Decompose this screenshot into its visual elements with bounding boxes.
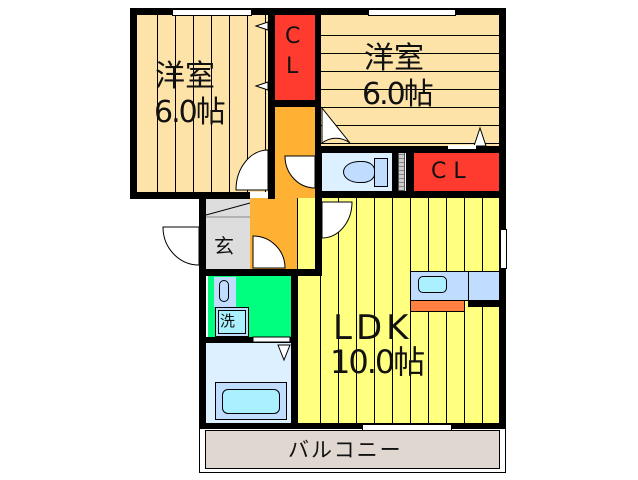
wall	[315, 146, 322, 276]
washbasin-inner	[218, 310, 246, 334]
wall	[130, 192, 250, 199]
western-room-2-name: 洋室	[364, 41, 424, 76]
door-room1[interactable]	[235, 149, 269, 191]
wall	[199, 423, 506, 429]
western-room-1-name: 洋室	[155, 59, 215, 94]
wall	[199, 269, 322, 276]
closet-2	[414, 153, 499, 191]
wall	[268, 100, 275, 199]
window-room1[interactable]	[172, 9, 252, 16]
ldk-room	[297, 198, 500, 425]
wall	[130, 8, 137, 198]
closet-1	[275, 14, 317, 100]
western-room-2	[320, 14, 500, 148]
toilet-bowl-icon	[343, 161, 375, 183]
closet-1-label-c: C	[285, 24, 301, 49]
closet-1-label-l: L	[286, 54, 299, 79]
step-line	[206, 202, 250, 218]
wall	[499, 8, 506, 426]
wall	[392, 146, 398, 198]
western-room-2-size: 6.0帖	[362, 77, 434, 112]
wall	[468, 301, 506, 307]
wall	[199, 337, 298, 343]
wall	[291, 269, 298, 426]
window-ldk-right[interactable]	[500, 229, 507, 269]
entrance-label: 玄	[214, 234, 234, 258]
wall	[268, 100, 321, 107]
ldk-size: 10.0帖	[330, 343, 425, 381]
wall	[268, 8, 275, 108]
washroom-label: 洗	[220, 312, 236, 330]
stove	[410, 300, 465, 312]
ldk-name: LDK	[333, 308, 413, 348]
wall	[406, 146, 414, 198]
kitchen-sink	[418, 276, 447, 293]
kitchen-divider	[468, 271, 469, 301]
balcony-label: バルコニー	[288, 438, 403, 462]
drain-icon	[219, 280, 229, 302]
window-room2[interactable]	[368, 9, 456, 16]
wall	[315, 8, 321, 148]
balcony	[205, 430, 500, 469]
closet-2-label: C L	[431, 159, 466, 184]
entrance	[206, 199, 250, 270]
western-room-1-size: 6.0帖	[154, 95, 226, 130]
window-balcony[interactable]	[362, 424, 452, 431]
bathtub-basin	[222, 389, 280, 414]
wall	[199, 192, 206, 426]
western-room-1	[136, 14, 269, 192]
